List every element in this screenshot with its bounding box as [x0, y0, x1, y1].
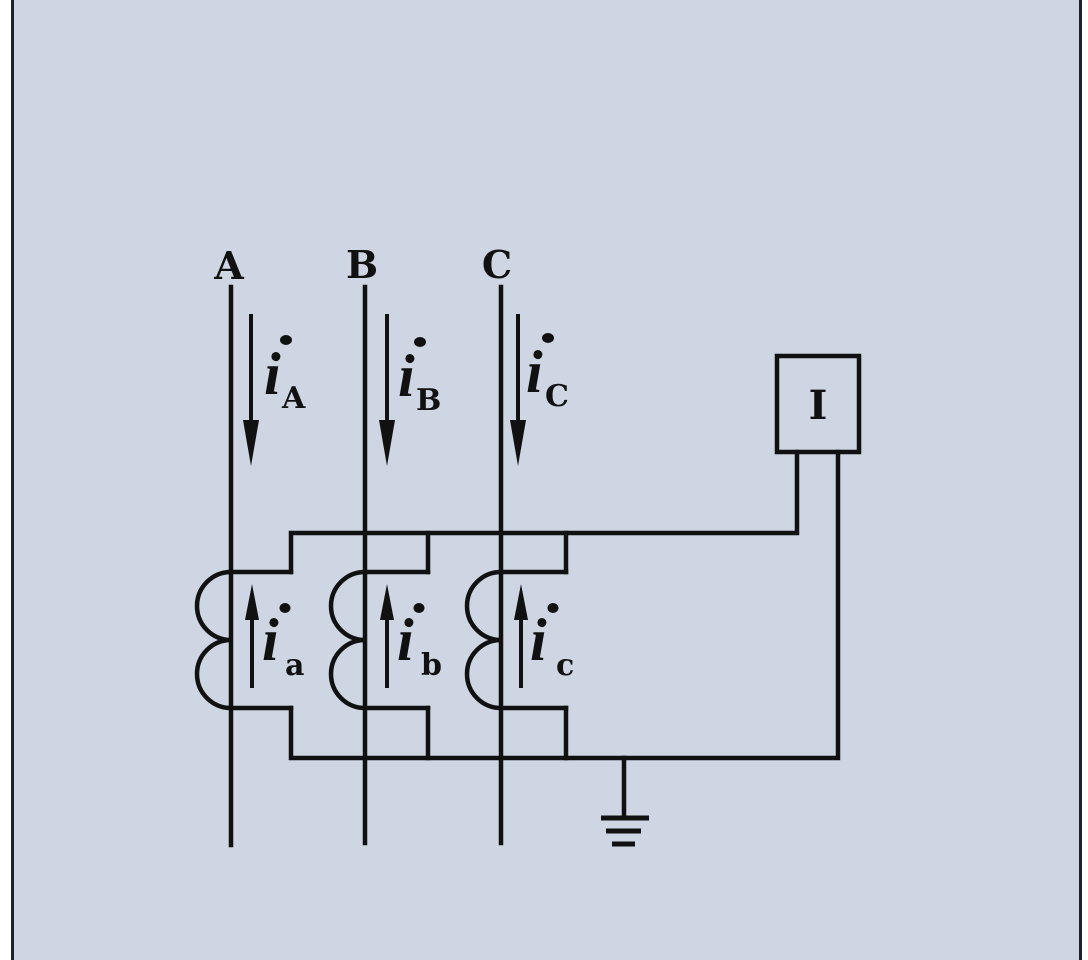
- svg-text:i: i: [398, 343, 415, 409]
- secondary-current-label-c: i c: [530, 603, 574, 683]
- phase-label-c: C: [482, 242, 512, 287]
- diagram-frame: [11, 0, 1082, 960]
- relay-box: I: [774, 353, 862, 455]
- phase-label-a: A: [213, 243, 244, 288]
- ct-coil-a: [194, 569, 232, 711]
- svg-text:i: i: [530, 607, 547, 673]
- ct-coil-b: [328, 569, 366, 711]
- primary-current-label-b: i B: [398, 337, 441, 418]
- top-secondary-bus: [288, 449, 800, 575]
- svg-text:c: c: [556, 648, 574, 683]
- svg-text:i: i: [264, 341, 281, 407]
- phase-label-b: B: [346, 242, 378, 287]
- svg-text:B: B: [416, 383, 441, 418]
- ct-coil-c: [464, 569, 502, 711]
- svg-text:b: b: [421, 648, 442, 683]
- secondary-current-arrow-c: [514, 584, 528, 688]
- relay-label: I: [809, 382, 828, 429]
- ground-icon: [601, 755, 649, 847]
- primary-current-arrow-c: [510, 314, 526, 466]
- primary-current-arrow-a: [243, 314, 259, 466]
- svg-text:A: A: [281, 381, 306, 416]
- secondary-current-label-b: i b: [397, 603, 442, 683]
- svg-text:i: i: [262, 607, 279, 673]
- primary-current-arrow-b: [379, 314, 395, 466]
- svg-text:C: C: [545, 379, 569, 414]
- secondary-current-label-a: i a: [262, 603, 304, 683]
- secondary-current-arrow-b: [380, 584, 394, 688]
- svg-text:i: i: [526, 339, 543, 405]
- svg-text:i: i: [397, 607, 414, 673]
- primary-current-label-c: i C: [526, 333, 569, 414]
- secondary-current-arrow-a: [245, 584, 259, 688]
- svg-text:a: a: [285, 648, 304, 683]
- primary-current-label-a: i A: [264, 335, 306, 416]
